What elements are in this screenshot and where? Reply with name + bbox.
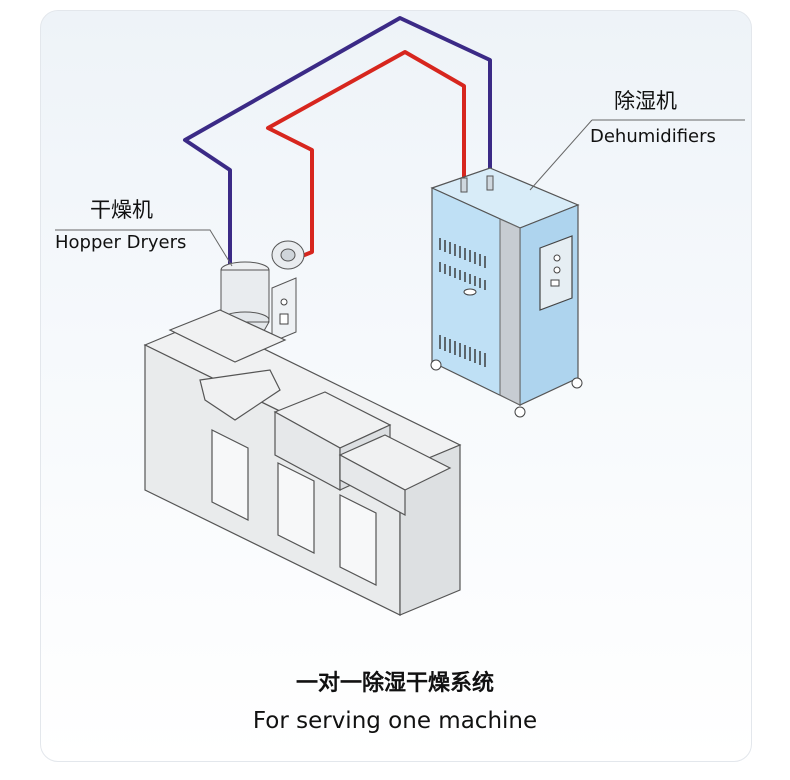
injection-molding-machine [143, 309, 462, 616]
dehumidifier-unit [430, 167, 583, 418]
caption-title-zh: 一对一除湿干燥系统 [296, 670, 494, 696]
caption-title-en: For serving one machine [253, 708, 537, 734]
dry-air-pipe [266, 50, 466, 260]
return-air-pipe [183, 16, 492, 268]
dehumidifier-label-en: Dehumidifiers [590, 126, 716, 147]
dehumidifier-leader-line [529, 119, 745, 191]
hopper-label-zh: 干燥机 [90, 198, 153, 222]
dehumidifier-label-zh: 除湿机 [614, 89, 677, 113]
hopper-label-en: Hopper Dryers [55, 232, 186, 253]
hopper-leader-line [55, 229, 233, 267]
